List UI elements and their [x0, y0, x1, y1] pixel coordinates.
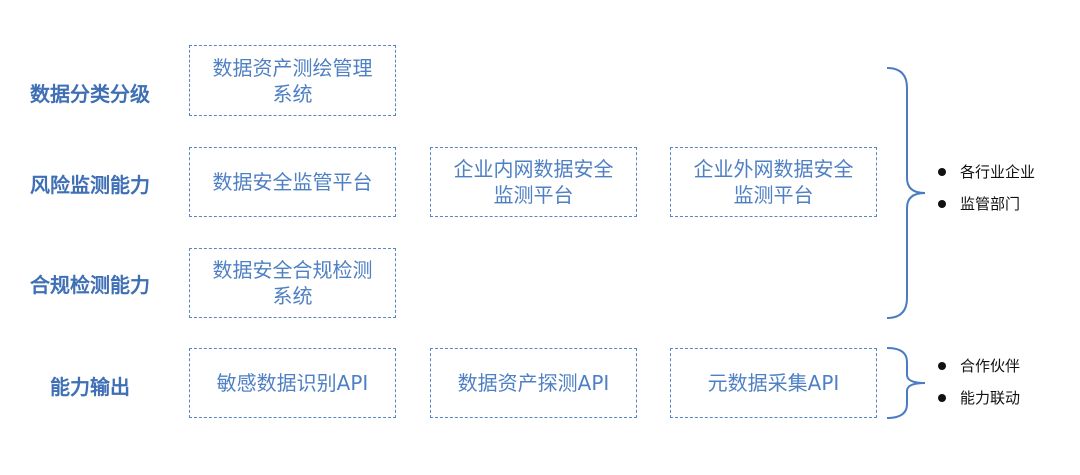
bullet-icon — [938, 167, 946, 176]
box-text-line: 数据安全合规检测 — [212, 258, 373, 282]
box-text-line: 数据安全监管平台 — [212, 170, 373, 194]
box-compliance-detection-system: 数据安全合规检测系统 — [189, 248, 396, 318]
box-metadata-collection-api: 元数据采集API — [670, 348, 877, 418]
platform-brace — [886, 67, 926, 319]
box-text-line: 监测平台 — [493, 183, 574, 207]
audience-item: 合作伙伴 — [938, 355, 1020, 376]
box-asset-mapping-system: 数据资产测绘管理系统 — [189, 45, 396, 116]
api-brace — [886, 347, 926, 419]
bullet-icon — [938, 361, 946, 370]
row-label-classification: 数据分类分级 — [30, 82, 150, 106]
box-text-line: 系统 — [272, 284, 313, 308]
row-label-risk-monitoring: 风险监测能力 — [30, 173, 150, 197]
audience-item: 各行业企业 — [938, 161, 1035, 182]
box-intranet-monitoring-platform: 企业内网数据安全监测平台 — [430, 147, 637, 217]
box-text-line: 系统 — [272, 81, 313, 106]
box-text-line: 企业内网数据安全 — [453, 157, 614, 181]
box-text-line: 监测平台 — [733, 183, 814, 207]
box-security-supervision-platform: 数据安全监管平台 — [189, 147, 396, 217]
box-extranet-monitoring-platform: 企业外网数据安全监测平台 — [670, 147, 877, 217]
box-text-line: 企业外网数据安全 — [693, 157, 854, 181]
box-sensitive-data-api: 敏感数据识别API — [189, 348, 396, 418]
row-label-capability-output: 能力输出 — [50, 375, 130, 399]
box-text-line: 数据资产探测API — [457, 371, 610, 395]
box-text-line: 敏感数据识别API — [216, 371, 369, 395]
box-asset-discovery-api: 数据资产探测API — [430, 348, 637, 418]
row-label-compliance: 合规检测能力 — [30, 273, 150, 297]
audience-label: 各行业企业 — [960, 163, 1036, 181]
box-text-line: 元数据采集API — [707, 371, 840, 395]
box-text-line: 数据资产测绘管理 — [212, 55, 373, 80]
audience-label: 能力联动 — [960, 389, 1021, 407]
audience-label: 合作伙伴 — [960, 357, 1021, 375]
audience-item: 能力联动 — [938, 387, 1020, 408]
audience-label: 监管部门 — [960, 195, 1021, 213]
bullet-icon — [938, 393, 946, 402]
bullet-icon — [938, 199, 946, 208]
audience-item: 监管部门 — [938, 193, 1020, 214]
